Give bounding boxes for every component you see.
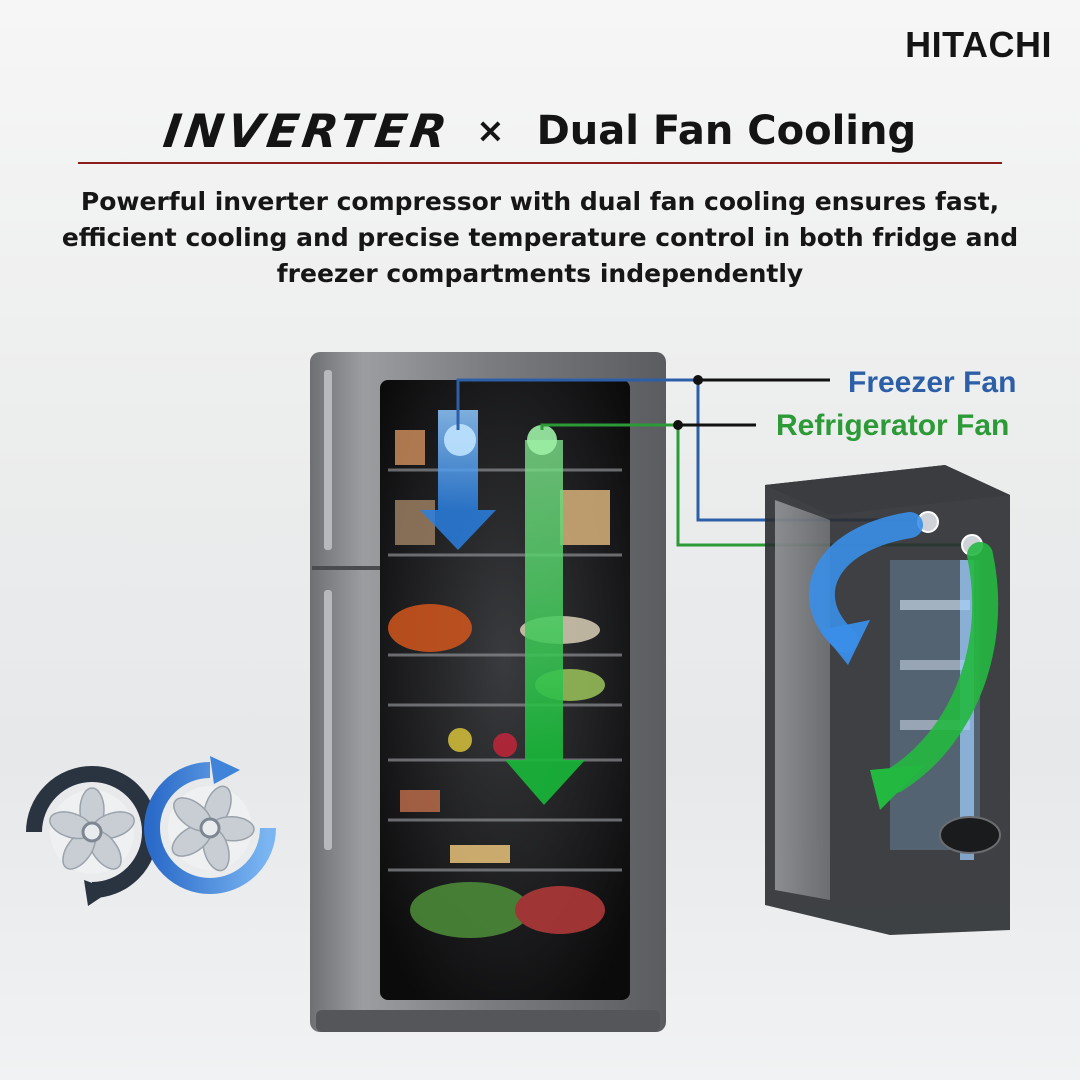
fan-left-icon (26, 766, 158, 906)
refrigerator-front (310, 352, 666, 1032)
freezer-fan-label: Freezer Fan (848, 366, 1017, 399)
headline-dual-fan: Dual Fan Cooling (536, 108, 917, 154)
refrigerator-fan-label: Refrigerator Fan (776, 409, 1010, 442)
headline-separator: × (476, 111, 505, 151)
airflow-green-arrow-icon (505, 425, 585, 805)
refrigerator-cutaway (765, 465, 1010, 935)
description-text: Powerful inverter compressor with dual f… (61, 187, 1019, 288)
headline: INVERTER×Dual Fan Cooling (0, 104, 1080, 158)
title-divider (78, 162, 1002, 164)
fan-right-icon (144, 756, 276, 894)
brand-logo: HITACHI (905, 24, 1052, 65)
